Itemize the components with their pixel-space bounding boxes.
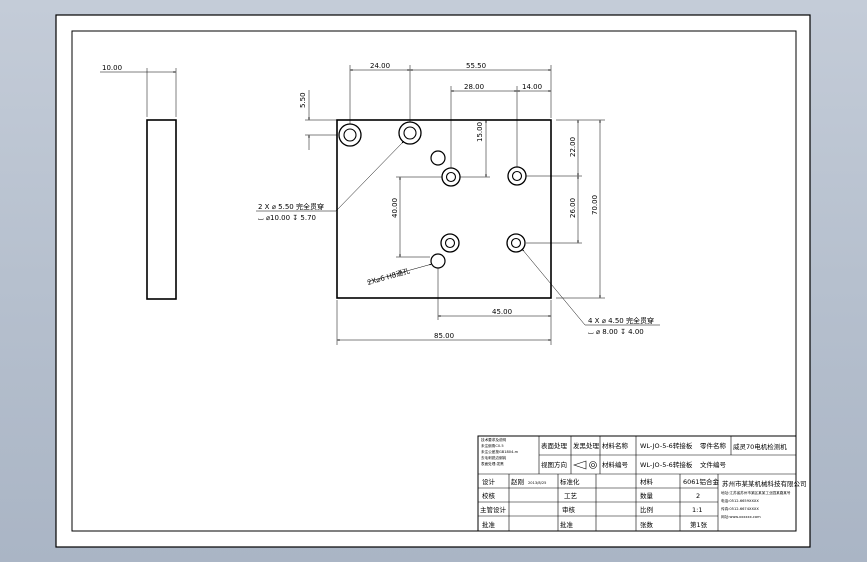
tb-row-label: 校核: [482, 491, 496, 500]
pin-hole: [430, 150, 446, 166]
plate-outline: [336, 119, 552, 299]
tb-material-label: 材料名称: [602, 441, 629, 450]
dim-thickness: 10.00: [102, 64, 122, 72]
side-view-outline: [146, 119, 177, 300]
tb-qty-value: 2: [696, 492, 700, 500]
title-block: 技术要求及说明 未注倒角C0.5 未注公差按GB1804-m 去毛刺锐边倒钝 表…: [477, 435, 807, 532]
counterbore-hole: [506, 233, 526, 253]
callout-counterbore-b-2: ⌴ ⌀ 8.00 ↧ 4.00: [588, 328, 644, 336]
dim-left-v: 5.50: [299, 92, 307, 108]
tb-company-name: 苏州市某某机械科技有限公司: [722, 479, 807, 488]
projection-symbol-icon: [573, 460, 597, 470]
dim-right-total: 70.00: [591, 195, 599, 215]
dim-bottom-inner: 45.00: [492, 308, 512, 316]
tb-note: 未注倒角C0.5: [481, 443, 504, 448]
callout-counterbore-b-1: 4 X ⌀ 4.50 完全贯穿: [588, 316, 654, 325]
tb-part-no-label: 材料编号: [602, 460, 629, 469]
dim-top-a: 24.00: [370, 62, 390, 70]
tb-surface-value: 发黑处理: [573, 441, 600, 450]
tb-surface-label: 表面处理: [541, 441, 568, 450]
dim-top-b: 55.50: [466, 62, 486, 70]
tb-row-label: 设计: [482, 477, 496, 486]
tb-note: 技术要求及说明: [481, 437, 507, 442]
dim-bottom-total: 85.00: [434, 332, 454, 340]
tb-company-tel: 电话:0512-6659XXXX: [721, 498, 759, 503]
tb-drawing-no: WL-JO-5-6转接板: [640, 460, 693, 469]
tb-material-value: 6061铝合金: [683, 477, 720, 486]
tb-date: 2013/8/25: [528, 481, 546, 485]
dim-top-c: 28.00: [464, 83, 484, 91]
callout-counterbore-a-2: ⌴ ⌀10.00 ↧ 5.70: [258, 214, 316, 222]
callout-counterbore-a-1: 2 X ⌀ 5.50 完全贯穿: [258, 202, 324, 211]
tb-project-name: WL-JO-5-6转接板: [640, 441, 693, 450]
tb-note: 表面处理:发黑: [481, 461, 504, 466]
tb-std-label: 标准化: [560, 477, 580, 486]
tb-scale-value: 1:1: [692, 506, 702, 514]
dim-mid-v: 40.00: [391, 198, 399, 218]
counterbore-hole: [440, 233, 460, 253]
tb-sheet-key: 张数: [640, 520, 654, 529]
tb-audit-label: 审核: [562, 505, 576, 514]
tb-note: 未注公差按GB1804-m: [481, 449, 519, 454]
tb-approve-label: 批准: [560, 520, 574, 529]
tb-sheet-value: 第1张: [690, 520, 708, 529]
tb-process-label: 工艺: [564, 492, 578, 500]
tb-material-key: 材料: [640, 477, 654, 486]
dim-right-a: 22.00: [569, 137, 577, 157]
tb-note: 去毛刺锐边倒钝: [481, 455, 507, 460]
tb-row-label: 批准: [482, 520, 496, 529]
dim-right-b: 26.00: [569, 198, 577, 218]
inner-border: [71, 30, 797, 532]
tb-company-address: 地址:江苏省苏州市某区某某工业园某路某号: [721, 490, 791, 495]
tb-row-label: 主管设计: [480, 505, 507, 514]
tb-product-title: 威灵70电机检测机: [733, 442, 787, 451]
tb-scale-key: 比例: [640, 505, 653, 514]
dim-top-d: 14.00: [522, 83, 542, 91]
tb-company-fax: 传真:0512-6674XXXX: [721, 506, 759, 511]
tb-qty-key: 数量: [640, 491, 654, 500]
tb-projection-label: 视图方向: [541, 460, 567, 469]
dim-inner-v: 15.00: [476, 122, 484, 142]
side-view: 10.00: [100, 64, 177, 300]
tb-company-web: 网址:www.xxxxxx.com: [721, 514, 761, 519]
tb-designer: 赵刚: [511, 477, 524, 486]
tb-part-label: 零件名称: [700, 441, 727, 450]
tb-doc-label: 文件编号: [700, 460, 727, 469]
